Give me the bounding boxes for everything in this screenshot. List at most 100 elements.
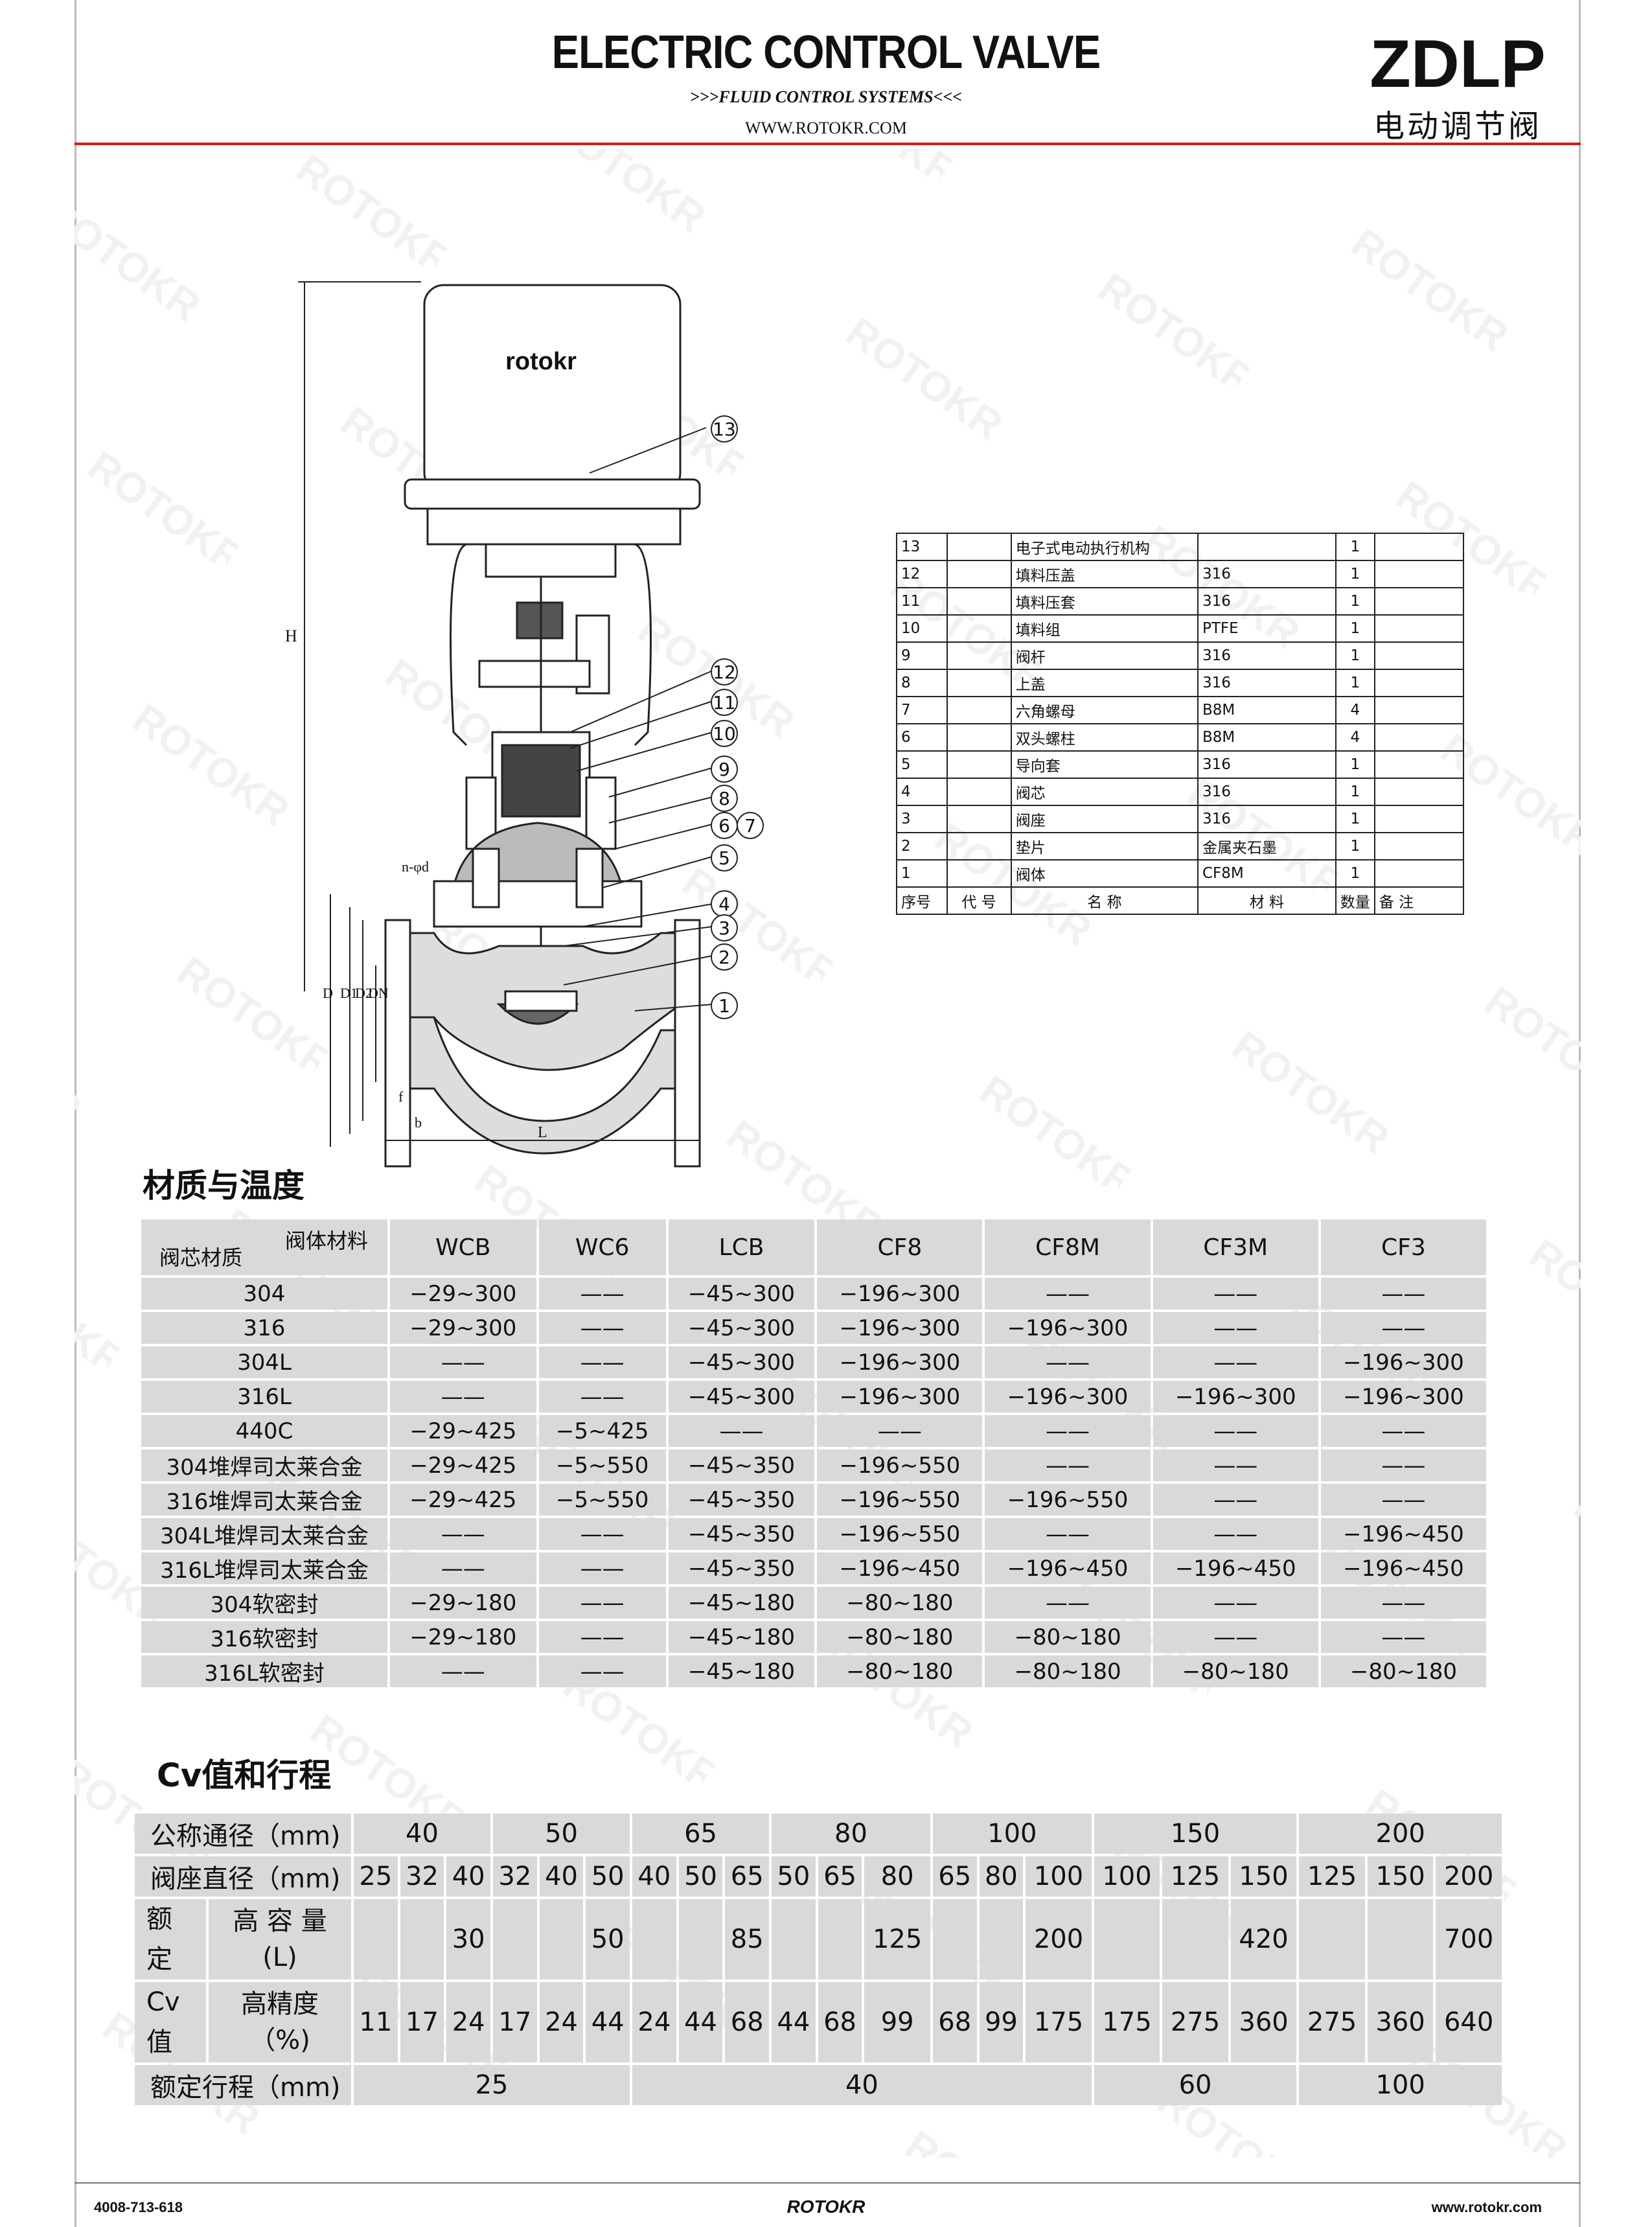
stroke-value: 100 <box>1299 2065 1502 2105</box>
temperature-range: −45~350 <box>668 1449 815 1481</box>
part-no: 13 <box>896 533 948 561</box>
stroke-value: 25 <box>354 2065 630 2105</box>
high-capacity-value <box>678 1899 723 1979</box>
parts-header-row: 序号 代 号 名 称 材 料 数量 备 注 <box>896 886 1465 915</box>
temperature-range: —— <box>1153 1449 1318 1481</box>
material-row: 316L堆焊司太莱合金————−45~350−196~450−196~450−1… <box>141 1552 1486 1584</box>
part-no: 1 <box>896 859 948 888</box>
dim-d: D <box>323 985 333 1001</box>
seat-value: 50 <box>772 1856 816 1897</box>
material-row: 304堆焊司太莱合金−29~425−5~550−45~350−196~550——… <box>141 1449 1486 1481</box>
material-row: 440C−29~425−5~425—————————— <box>141 1415 1486 1447</box>
high-capacity-value <box>539 1899 584 1979</box>
temperature-range: −45~180 <box>668 1656 815 1687</box>
part-code <box>946 750 1012 779</box>
seat-value: 50 <box>678 1856 723 1897</box>
temperature-range: −45~300 <box>668 1381 815 1413</box>
high-capacity-value <box>1367 1899 1434 1979</box>
callout-12: 12 <box>713 662 736 683</box>
trim-material: 440C <box>141 1415 387 1447</box>
temperature-range: −29~425 <box>390 1484 536 1516</box>
temperature-range: —— <box>1320 1621 1486 1653</box>
material-col-header: CF3 <box>1320 1219 1486 1275</box>
temperature-range: −196~300 <box>817 1381 983 1413</box>
high-capacity-value: 30 <box>446 1899 491 1979</box>
part-name: 填料压盖 <box>1010 560 1199 588</box>
callout-10: 10 <box>713 723 736 744</box>
material-row: 316软密封−29~180——−45~180−80~180−80~180———— <box>141 1621 1486 1653</box>
high-capacity-value <box>1299 1899 1365 1979</box>
temperature-range: —— <box>1153 1415 1318 1447</box>
model-code: ZDLP <box>1370 27 1546 102</box>
temperature-range: —— <box>538 1346 666 1378</box>
part-note <box>1373 750 1465 779</box>
nominal-value: 50 <box>493 1814 630 1854</box>
seat-value: 65 <box>932 1856 977 1897</box>
temperature-range: −196~300 <box>985 1312 1151 1344</box>
temperature-range: −45~180 <box>668 1621 815 1653</box>
part-qty: 1 <box>1335 778 1375 806</box>
high-capacity-value <box>818 1899 862 1979</box>
part-code <box>946 723 1012 752</box>
high-capacity-value <box>772 1899 816 1979</box>
part-no: 3 <box>896 805 948 833</box>
part-code <box>946 778 1012 806</box>
parts-header-code: 代 号 <box>946 886 1012 915</box>
part-qty: 1 <box>1335 641 1375 670</box>
temperature-range: −80~180 <box>817 1656 983 1687</box>
temperature-range: —— <box>1153 1312 1318 1344</box>
part-code <box>946 614 1012 643</box>
stroke-value: 60 <box>1094 2065 1297 2105</box>
temperature-range: −45~300 <box>668 1346 815 1378</box>
part-name: 填料组 <box>1010 614 1199 643</box>
part-qty: 1 <box>1335 750 1375 779</box>
cv-section-title: Cv值和行程 <box>157 1757 332 1794</box>
dim-dn: DN <box>368 985 389 1001</box>
temperature-range: −196~550 <box>817 1484 983 1516</box>
part-no: 11 <box>896 587 948 616</box>
trim-material: 316L软密封 <box>141 1656 387 1687</box>
parts-header-note: 备 注 <box>1373 886 1465 915</box>
high-capacity-value <box>354 1899 398 1979</box>
cv-label-cell: Cv 值 <box>135 1982 206 2062</box>
high-precision-value: 275 <box>1299 1982 1365 2062</box>
seat-value: 100 <box>1026 1856 1092 1897</box>
seat-value: 40 <box>632 1856 676 1897</box>
header-subtitle: >>>FLUID CONTROL SYSTEMS<<< <box>689 87 963 106</box>
seat-value: 40 <box>446 1856 491 1897</box>
material-row: 316L软密封————−45~180−80~180−80~180−80~180−… <box>141 1656 1486 1687</box>
temperature-range: −29~425 <box>390 1415 536 1447</box>
part-name: 导向套 <box>1010 750 1199 779</box>
high-precision-value: 24 <box>446 1982 491 2062</box>
dim-h: H <box>285 627 297 645</box>
high-capacity-value: 125 <box>864 1899 930 1979</box>
nominal-value: 40 <box>354 1814 491 1854</box>
nominal-value: 100 <box>932 1814 1092 1854</box>
material-row: 304软密封−29~180——−45~180−80~180—————— <box>141 1587 1486 1619</box>
temperature-range: —— <box>538 1381 666 1413</box>
high-capacity-value: 50 <box>586 1899 630 1979</box>
part-code <box>946 560 1012 588</box>
part-code <box>946 859 1012 888</box>
high-capacity-value <box>493 1899 537 1979</box>
callout-5: 5 <box>718 848 730 869</box>
temperature-range: −196~550 <box>817 1518 983 1550</box>
material-temperature-table: 阀体材料 阀芯材质 WCB WC6 LCB CF8 CF8M CF3M CF3 … <box>139 1217 1489 1690</box>
part-qty: 1 <box>1335 859 1375 888</box>
part-note <box>1373 533 1465 561</box>
trim-material: 316软密封 <box>141 1621 387 1653</box>
temperature-range: —— <box>668 1415 815 1447</box>
trim-material: 304堆焊司太莱合金 <box>141 1449 387 1481</box>
dim-b: b <box>415 1114 422 1131</box>
temperature-range: —— <box>1153 1278 1318 1310</box>
temperature-range: −80~180 <box>817 1621 983 1653</box>
high-capacity-label: 高 容 量 <box>233 1906 327 1936</box>
high-capacity-value: 200 <box>1026 1899 1092 1979</box>
seat-value: 150 <box>1230 1856 1297 1897</box>
high-precision-value: 11 <box>354 1982 398 2062</box>
